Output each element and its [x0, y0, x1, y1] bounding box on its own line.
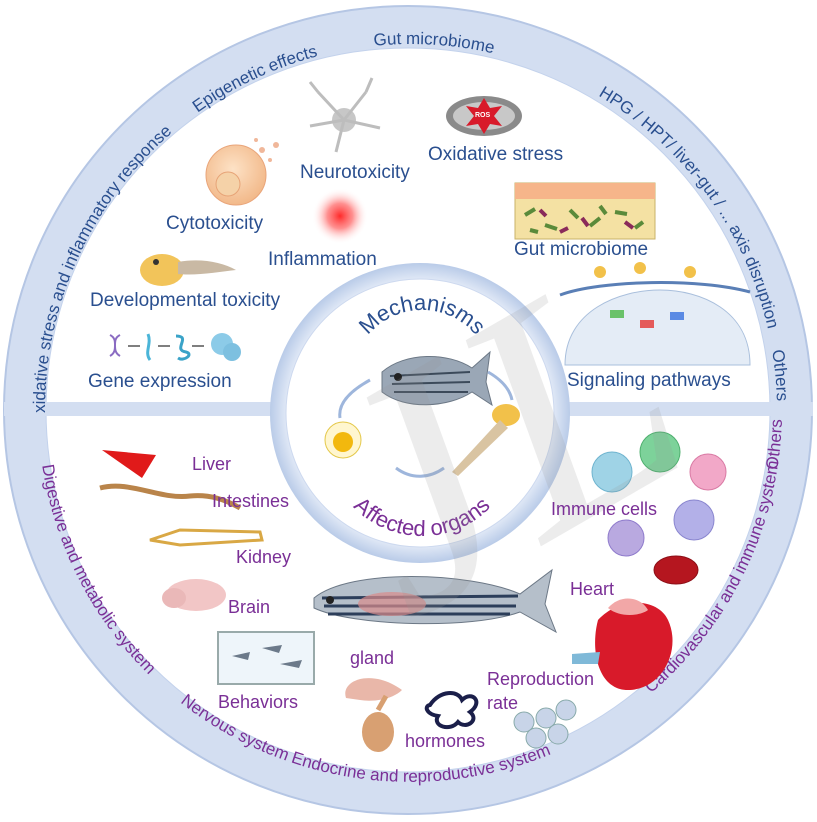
brain-icon	[162, 579, 226, 611]
zebrafish-center-icon	[381, 350, 493, 407]
dna-icon	[109, 333, 241, 361]
developing-embryo-icon	[140, 254, 236, 286]
label-inflammation: Inflammation	[268, 249, 377, 270]
label-developmental-toxicity: Developmental toxicity	[90, 290, 281, 311]
label-rate: rate	[487, 693, 519, 713]
label-reproduction: Reproduction	[487, 669, 595, 689]
liver-icon	[102, 450, 156, 478]
egg-cluster-icon	[513, 699, 577, 749]
label-oxidative-stress: Oxidative stress	[428, 144, 564, 165]
label-brain: Brain	[228, 597, 271, 617]
label-cytotoxicity: Cytotoxicity	[166, 213, 264, 234]
cycle-arrow-1	[338, 378, 371, 419]
gut-microbiome-icon	[514, 182, 656, 240]
label-liver: Liver	[192, 454, 232, 474]
larva-icon	[452, 404, 520, 476]
label-neurotoxicity: Neurotoxicity	[300, 162, 410, 183]
cycle-arrow-2	[395, 466, 445, 478]
label-heart: Heart	[570, 579, 615, 599]
intestine-icon	[99, 483, 242, 511]
ring-bottom-label: Others	[762, 419, 786, 471]
gland-icon	[345, 678, 402, 752]
label-gland: gland	[350, 648, 395, 668]
kidney-icon	[149, 528, 264, 547]
egg-icon	[324, 421, 362, 459]
immune-cells-icon	[591, 431, 727, 585]
label-hormones: hormones	[405, 731, 486, 751]
adult-zebrafish-icon	[313, 568, 557, 634]
neuron-icon	[308, 77, 381, 153]
heart-icon	[572, 598, 673, 690]
label-signaling-pathways: Signaling pathways	[567, 370, 731, 391]
label-gene-expression: Gene expression	[88, 371, 232, 392]
cycle-arrow-3	[487, 370, 514, 401]
label-immune-cells: Immune cells	[551, 499, 658, 519]
mitochondrion-icon	[446, 96, 522, 136]
behavior-tank-icon	[217, 631, 315, 685]
cell-icon	[205, 138, 279, 206]
label-kidney: Kidney	[236, 547, 292, 567]
ring-top-label: Others	[768, 348, 792, 401]
label-behaviors: Behaviors	[218, 692, 299, 712]
label-intestines: Intestines	[212, 491, 290, 511]
label-gut-microbiome: Gut microbiome	[514, 239, 649, 260]
inflammation-icon	[312, 188, 368, 244]
hormone-molecule-icon	[424, 691, 479, 730]
label-ros: ROS	[475, 112, 491, 119]
signaling-pathway-icon	[559, 262, 751, 366]
